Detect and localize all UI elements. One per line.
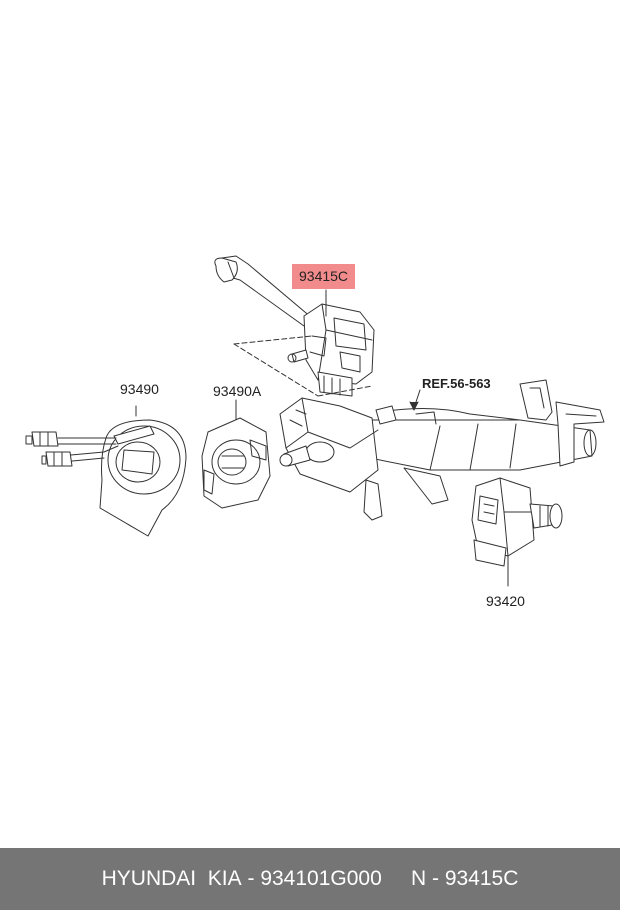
callout-reference: REF.56-563 — [422, 376, 491, 391]
steering-column — [279, 379, 605, 521]
clock-spring-93490 — [25, 405, 187, 537]
n-value: 93415C — [444, 867, 519, 890]
callout-93415c: 93415C — [292, 264, 356, 289]
clock-spring-93490a — [201, 399, 271, 509]
callout-93420: 93420 — [486, 593, 525, 609]
wiper-switch-93420 — [471, 477, 563, 587]
parts-diagram — [25, 255, 605, 587]
part-number: 934101G000 — [260, 867, 382, 890]
separator: - — [426, 867, 445, 890]
brand-label: HYUNDAI KIA — [101, 867, 242, 890]
callout-93490: 93490 — [120, 381, 159, 397]
part-number-footer: HYUNDAI KIA - 934101G000 N - 93415C — [0, 848, 620, 910]
n-label: N — [410, 867, 427, 890]
spacer — [382, 867, 411, 891]
callout-93490a: 93490A — [213, 383, 262, 399]
separator: - — [241, 867, 261, 890]
multifunction-switch-93415c — [214, 255, 375, 397]
